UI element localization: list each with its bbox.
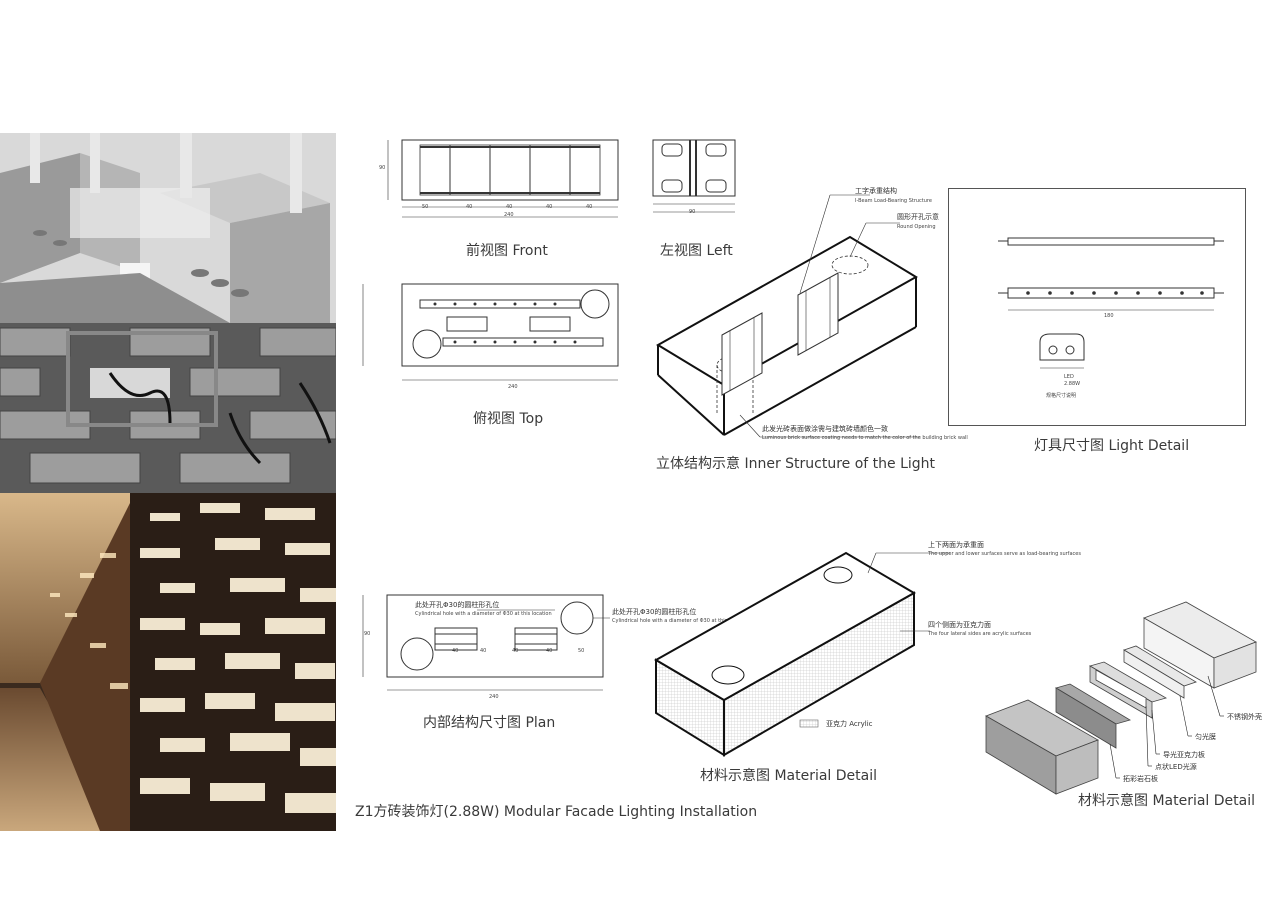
brick-wall-photo <box>0 323 336 493</box>
caption-left: 左视图 Left <box>660 243 733 259</box>
light-note-power: 2.88W <box>1064 381 1081 387</box>
light-detail-drawing <box>998 237 1224 369</box>
annotation-bearing-cn: 上下两面为承重面 <box>928 541 984 549</box>
exploded-label-guide: 导光亚克力板 <box>1163 751 1205 759</box>
front-height-dim: 90 <box>379 165 386 171</box>
photo-corridor-lit <box>0 493 336 831</box>
plan-dim-1: 40 <box>452 648 459 654</box>
plan-dim-5: 50 <box>578 648 585 654</box>
top-total-dim: 240 <box>508 384 518 390</box>
caption-light: 灯具尺寸图 Light Detail <box>1034 438 1190 454</box>
annotation-hole-left-en: Cylindrical hole with a diameter of Φ30 … <box>415 611 552 617</box>
exploded-label-shell: 不锈钢外壳 <box>1227 713 1262 721</box>
left-total-dim: 90 <box>689 209 696 215</box>
photo-rendering-top <box>0 133 336 323</box>
front-dim-5: 40 <box>586 204 593 210</box>
photo-installation-bw <box>0 323 336 493</box>
corridor-photo <box>0 493 336 831</box>
caption-front: 前视图 Front <box>466 243 548 259</box>
caption-top: 俯视图 Top <box>473 411 544 427</box>
plan-total-dim: 240 <box>489 694 499 700</box>
annotation-acrylic-cn: 四个侧面为亚克力面 <box>928 621 991 629</box>
caption-inner: 立体结构示意 Inner Structure of the Light <box>656 456 936 472</box>
exploded-assembly <box>985 601 1257 795</box>
inner-structure-isometric <box>656 194 920 438</box>
top-view-drawing <box>362 283 619 381</box>
main-title: Z1方砖装饰灯(2.88W) Modular Facade Lighting I… <box>355 804 758 820</box>
light-note-spec: 规格尺寸说明 <box>1046 393 1077 399</box>
plan-drawing <box>362 594 610 691</box>
plan-dim-4: 40 <box>546 648 553 654</box>
annotation-coating-en: Luminous brick surface coating needs to … <box>762 435 968 441</box>
exploded-label-diffuser: 匀光膜 <box>1195 733 1216 741</box>
light-length-dim: 180 <box>1104 313 1114 319</box>
front-view-drawing <box>387 139 619 218</box>
annotation-acrylic-en: The four lateral sides are acrylic surfa… <box>928 631 1032 637</box>
left-view-drawing <box>652 139 736 213</box>
annotation-ibeam-cn: 工字承重结构 <box>855 187 897 195</box>
front-dim-1: 50 <box>422 204 429 210</box>
plan-dim-2: 40 <box>480 648 487 654</box>
light-detail-frame <box>948 188 1246 426</box>
brick-rendering-illustration <box>0 133 336 323</box>
annotation-coating-cn: 此发光砖表面做涂需与建筑砖墙颜色一致 <box>762 425 888 433</box>
legend-acrylic: 亚克力 Acrylic <box>826 720 873 728</box>
annotation-round-cn: 圆形开孔示意 <box>897 213 939 221</box>
annotation-hole-left-cn: 此处开孔Φ30的圆柱形孔位 <box>415 601 500 609</box>
caption-plan: 内部结构尺寸图 Plan <box>423 715 556 731</box>
caption-material-right: 材料示意图 Material Detail <box>1078 793 1256 809</box>
annotation-hole-right-cn: 此处开孔Φ30的圆柱形孔位 <box>612 608 697 616</box>
front-total-dim: 240 <box>504 212 514 218</box>
caption-material-center: 材料示意图 Material Detail <box>700 768 878 784</box>
annotation-ibeam-en: I-Beam Load-Bearing Structure <box>855 198 932 204</box>
annotation-hole-right-en: Cylindrical hole with a diameter of Φ30 … <box>612 618 749 624</box>
plan-dim-3: 40 <box>512 648 519 654</box>
front-dim-3: 40 <box>506 204 513 210</box>
front-dim-4: 40 <box>546 204 553 210</box>
exploded-label-led: 点状LED光源 <box>1155 763 1197 771</box>
annotation-bearing-en: The upper and lower surfaces serve as lo… <box>928 551 1081 557</box>
annotation-round-en: Round Opening <box>897 224 936 230</box>
plan-height-dim: 90 <box>364 631 371 637</box>
light-note-led: LED <box>1064 374 1074 380</box>
front-dim-2: 40 <box>466 204 473 210</box>
exploded-label-stone: 拓彩岩石板 <box>1123 775 1158 783</box>
material-isometric <box>653 551 950 757</box>
